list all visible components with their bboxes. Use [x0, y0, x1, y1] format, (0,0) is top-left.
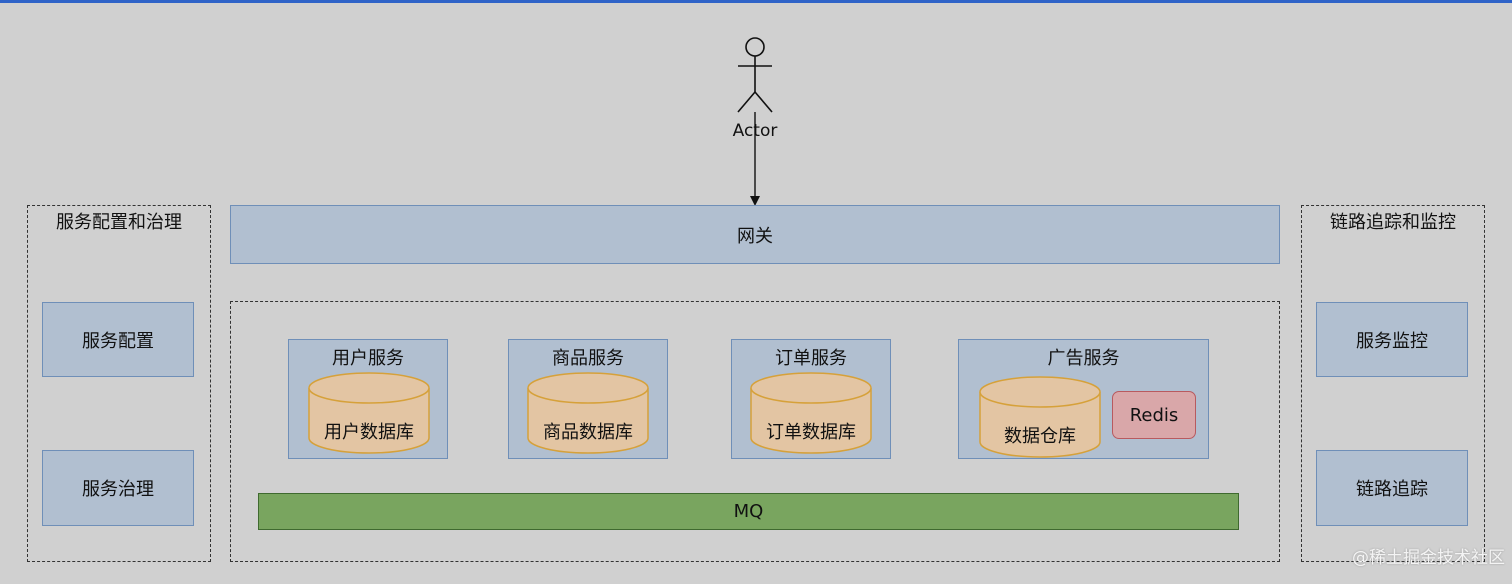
redis-label: Redis [1129, 404, 1179, 426]
order-database-label: 订单数据库 [766, 422, 856, 443]
database-cylinder-icon [527, 372, 649, 454]
right-panel-tracing-monitoring: 链路追踪和监控 [1301, 205, 1485, 562]
service-governance-box[interactable]: 服务治理 [42, 450, 194, 526]
data-warehouse-cylinder[interactable]: 数据仓库 [979, 376, 1101, 458]
service-monitoring-box[interactable]: 服务监控 [1316, 302, 1468, 377]
user-service-title: 用户服务 [332, 348, 404, 369]
actor-to-gateway-arrow [750, 112, 760, 206]
top-accent-line [0, 0, 1512, 3]
services-container [230, 301, 1280, 562]
redis-box[interactable]: Redis [1112, 391, 1196, 439]
tracing-label: 链路追踪 [1356, 479, 1428, 500]
order-database-cylinder[interactable]: 订单数据库 [750, 372, 872, 454]
actor-figure-icon [737, 37, 773, 113]
left-panel-title: 服务配置和治理 [56, 212, 182, 233]
service-config-box[interactable]: 服务配置 [42, 302, 194, 377]
gateway-box[interactable]: 网关 [230, 205, 1280, 264]
gateway-label: 网关 [737, 225, 773, 247]
left-panel-service-config-governance: 服务配置和治理 [27, 205, 211, 562]
data-warehouse-label: 数据仓库 [1004, 426, 1076, 447]
mq-label: MQ [733, 501, 764, 522]
tracing-box[interactable]: 链路追踪 [1316, 450, 1468, 526]
database-cylinder-icon [308, 372, 430, 454]
product-database-label: 商品数据库 [543, 422, 633, 443]
service-governance-label: 服务治理 [82, 479, 154, 500]
user-database-cylinder[interactable]: 用户数据库 [308, 372, 430, 454]
service-monitoring-label: 服务监控 [1356, 330, 1428, 352]
service-config-label: 服务配置 [82, 330, 154, 352]
product-service-title: 商品服务 [552, 348, 624, 369]
footer-brand-watermark: @稀土掘金技术社区 [1352, 548, 1505, 568]
mq-bar[interactable]: MQ [258, 493, 1239, 530]
ad-service-title: 广告服务 [1047, 348, 1120, 369]
product-database-cylinder[interactable]: 商品数据库 [527, 372, 649, 454]
database-cylinder-icon [979, 376, 1101, 458]
database-cylinder-icon [750, 372, 872, 454]
order-service-title: 订单服务 [775, 348, 847, 369]
right-panel-title: 链路追踪和监控 [1330, 212, 1456, 233]
user-database-label: 用户数据库 [324, 422, 414, 443]
